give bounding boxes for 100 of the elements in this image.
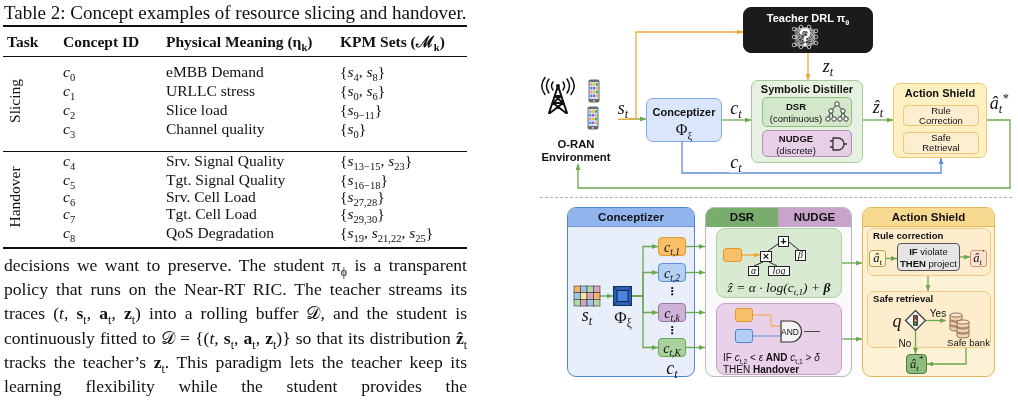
method-panel <box>716 228 842 298</box>
box-title: Rule Correction <box>918 105 964 126</box>
panel-header: Action Shield <box>863 208 994 227</box>
arrow <box>862 117 894 123</box>
connector-line <box>753 261 764 267</box>
connector-line <box>803 331 821 332</box>
module-panel <box>567 207 695 377</box>
input-box <box>735 329 753 343</box>
arrow <box>599 293 614 299</box>
arrow <box>925 275 931 292</box>
column-header: Task <box>7 33 39 50</box>
arrow <box>805 52 811 81</box>
step-panel <box>867 228 991 276</box>
box-title: DSR <box>785 100 807 112</box>
table-cell: QoS Degradation <box>166 223 275 241</box>
math-label: s$_{t}$ <box>581 305 593 325</box>
box-subtitle: (discrete) <box>776 144 816 156</box>
column-header: KPM Sets (ℳ$_{k}$) <box>340 33 445 50</box>
gate-label: AND <box>781 326 799 337</box>
module-box <box>646 98 722 142</box>
arrow <box>741 252 761 258</box>
operator-label: log <box>772 265 786 276</box>
table-cell: c$_{0}$ <box>63 62 76 80</box>
module-panel <box>893 83 987 158</box>
box-title: Conceptizer <box>652 106 716 118</box>
edge-label: Yes <box>928 307 948 319</box>
arrow <box>685 345 706 350</box>
panel-title: Rule correction <box>873 230 944 242</box>
table-cell: c$_{1}$ <box>63 81 76 99</box>
edge-label: No <box>897 337 913 349</box>
operator-label: × <box>762 250 770 262</box>
connector-line <box>752 335 781 337</box>
table-cell: {s$_{0}$} <box>340 119 367 137</box>
box-title: Safe Retrieval <box>921 133 961 153</box>
math-label: c$_{t}$ <box>666 358 678 378</box>
arrow <box>925 318 947 323</box>
box-title: Teacher DRL π$_{θ}$ <box>766 11 850 25</box>
body-paragraph: decisions we want to preserve. The student π$_{ϕ}$ is a transparent policy that runs on the Near-RT RIC. The teacher streams its traces (t, s$_{t}$, a$_{t}$, z$_{t}$) into a rolling buffer 𝒟, and the student is continuously fitted to 𝒟 = {(t, s$_{t}$, a$_{t}$, z$_{t}$)} so that its distribution ẑ$_{t}$ tracks the teacher’s z$_{t}$. This paradigm lets the teacher keep its learning flexibility while the student provides the <box>4 254 467 398</box>
arrow <box>959 254 971 260</box>
table-cell: {s$_{13−15}$, s$_{23}$} <box>340 151 413 169</box>
box-subtitle: (continuous) <box>769 112 823 124</box>
table-cell: {s$_{4}$, s$_{8}$} <box>340 62 386 80</box>
panel-header: Conceptizer <box>568 208 694 227</box>
row-group-label: Slicing <box>5 79 23 123</box>
table-cell: eMBB Demand <box>166 62 264 80</box>
operator-box <box>768 266 790 276</box>
math-label: â$_{t}$ <box>873 251 882 265</box>
step-box <box>903 132 979 154</box>
box-title: IF violate THEN project <box>899 245 958 269</box>
table-cell: Tgt. Cell Load <box>166 204 257 222</box>
input-box <box>735 308 753 322</box>
panel-tab: NUDGE <box>778 208 851 227</box>
action-box <box>869 250 886 267</box>
operator-label: α <box>750 265 757 276</box>
math-label: Φ$_{ξ}$ <box>675 121 693 139</box>
column-header: Concept ID <box>63 33 140 50</box>
table-cell: Srv. Cell Load <box>166 187 256 205</box>
concept-box <box>658 338 686 357</box>
concept-box <box>658 237 686 256</box>
concept-box <box>658 263 686 282</box>
box-title: NUDGE <box>778 132 814 144</box>
panel-title: Safe retrieval <box>873 293 934 305</box>
column-header: Physical Meaning (η$_{k}$) <box>166 33 313 50</box>
ellipsis-mark: ⋮ <box>666 286 678 298</box>
row-group-label: Handover <box>5 166 23 228</box>
arrow <box>685 310 706 315</box>
step-panel <box>867 291 991 348</box>
caption-label: Safe bank <box>947 338 990 348</box>
teacher-box <box>743 7 873 53</box>
connector-line <box>768 261 778 267</box>
table-cell: Channel quality <box>166 119 265 137</box>
table-cell: Slice load <box>166 100 228 118</box>
arrow <box>681 141 944 174</box>
table-cell: URLLC stress <box>166 81 256 99</box>
table-cell: c$_{3}$ <box>63 119 76 137</box>
math-label: q <box>892 311 902 331</box>
arrow <box>926 347 967 367</box>
input-box <box>723 248 742 262</box>
table-cell: c$_{5}$ <box>63 170 76 188</box>
panel-tab: DSR <box>706 208 778 227</box>
table-cell: c$_{2}$ <box>63 100 76 118</box>
arrow <box>617 29 744 120</box>
module-panel <box>705 207 852 377</box>
method-box <box>762 97 852 127</box>
arrow <box>575 119 1011 189</box>
ellipsis-mark: ⋮ <box>666 325 678 337</box>
arrow <box>685 270 706 275</box>
table-cell: Srv. Signal Quality <box>166 151 285 169</box>
arrow <box>885 256 898 261</box>
formula-text: ẑ = α · log(c$_{t,1}$) + β <box>727 279 831 295</box>
connector-line <box>788 241 800 251</box>
panel-title: Symbolic Distiller <box>760 82 854 96</box>
step-box <box>903 105 979 126</box>
arrow <box>841 260 863 266</box>
table-cell: {s$_{9−11}$} <box>340 100 383 118</box>
operator-label: β <box>798 250 803 260</box>
table-cell: c$_{8}$ <box>63 223 76 241</box>
concept-box <box>658 303 686 322</box>
operator-label: + <box>780 235 787 247</box>
arrow <box>913 330 918 355</box>
